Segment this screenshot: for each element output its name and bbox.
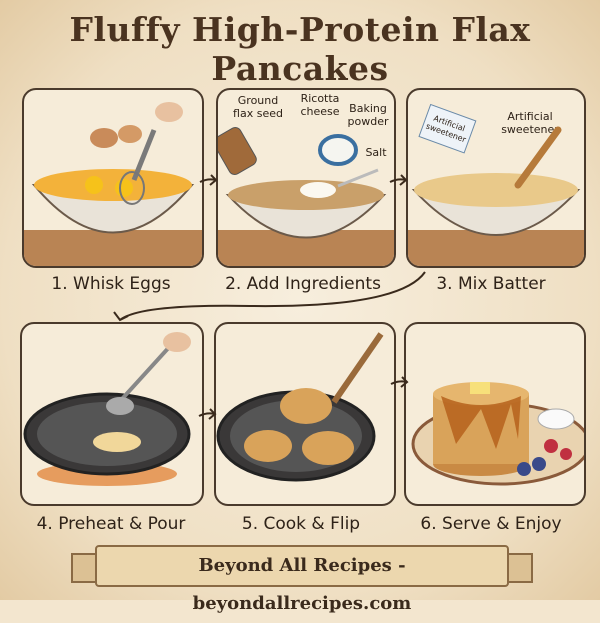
svg-text:Artificial: Artificial — [507, 110, 552, 123]
blueberry-icon — [517, 462, 531, 476]
arrow-right-icon — [198, 408, 217, 420]
syrup-icon — [441, 396, 521, 449]
step-6-label: 6. Serve & Enjoy — [420, 514, 562, 534]
step-6-illustration — [404, 322, 586, 506]
step-5-illustration — [214, 322, 396, 506]
step-1-illustration — [22, 88, 204, 268]
step-1-label: 1. Whisk Eggs — [51, 274, 171, 294]
footer-banner: Beyond All Recipes - beyondallrecipes.co… — [71, 545, 533, 614]
ladle-icon — [120, 342, 174, 401]
pancake-stack-icon — [433, 382, 529, 476]
step-4-label: 4. Preheat & Pour — [36, 514, 186, 534]
wooden-spoon-icon — [514, 126, 562, 189]
page-title: Fluffy High-Protein Flax Pancakes — [69, 10, 531, 88]
arrow-right-icon — [199, 174, 218, 186]
raspberry-icon — [544, 439, 558, 453]
step-4-illustration — [20, 322, 204, 506]
pancake-icon — [280, 388, 332, 424]
svg-text:cheese: cheese — [300, 105, 339, 118]
flax-jar-icon — [218, 127, 257, 175]
spoon-icon — [337, 168, 379, 188]
whisk-icon — [131, 129, 157, 181]
step-3-label: 3. Mix Batter — [436, 274, 546, 294]
eggshell-icon — [90, 128, 118, 148]
svg-text:Ricotta: Ricotta — [301, 92, 340, 105]
arrow-right-icon — [389, 174, 408, 186]
arrow-curve-icon — [113, 271, 426, 322]
butter-icon — [470, 382, 490, 394]
spatula-icon — [331, 332, 384, 404]
step-2-label: 2. Add Ingredients — [225, 274, 381, 294]
svg-text:powder: powder — [348, 115, 389, 128]
step-2-illustration: Ground flax seed Ricotta cheese Baking p… — [216, 88, 396, 268]
svg-text:flax seed: flax seed — [233, 107, 283, 120]
step-5-label: 5. Cook & Flip — [241, 514, 361, 534]
sweetener-packet-icon: Artificial sweetener — [418, 103, 477, 154]
arrow-right-icon — [390, 376, 409, 388]
svg-text:Ground: Ground — [238, 94, 278, 107]
svg-text:Salt: Salt — [365, 146, 387, 159]
cream-bowl-icon — [537, 408, 575, 430]
ricotta-tub-icon — [318, 134, 358, 166]
svg-text:Baking: Baking — [349, 102, 387, 115]
svg-text:sweetener: sweetener — [501, 123, 559, 136]
step-3-illustration: Artificial sweetener Artificial sweetene… — [406, 88, 586, 268]
